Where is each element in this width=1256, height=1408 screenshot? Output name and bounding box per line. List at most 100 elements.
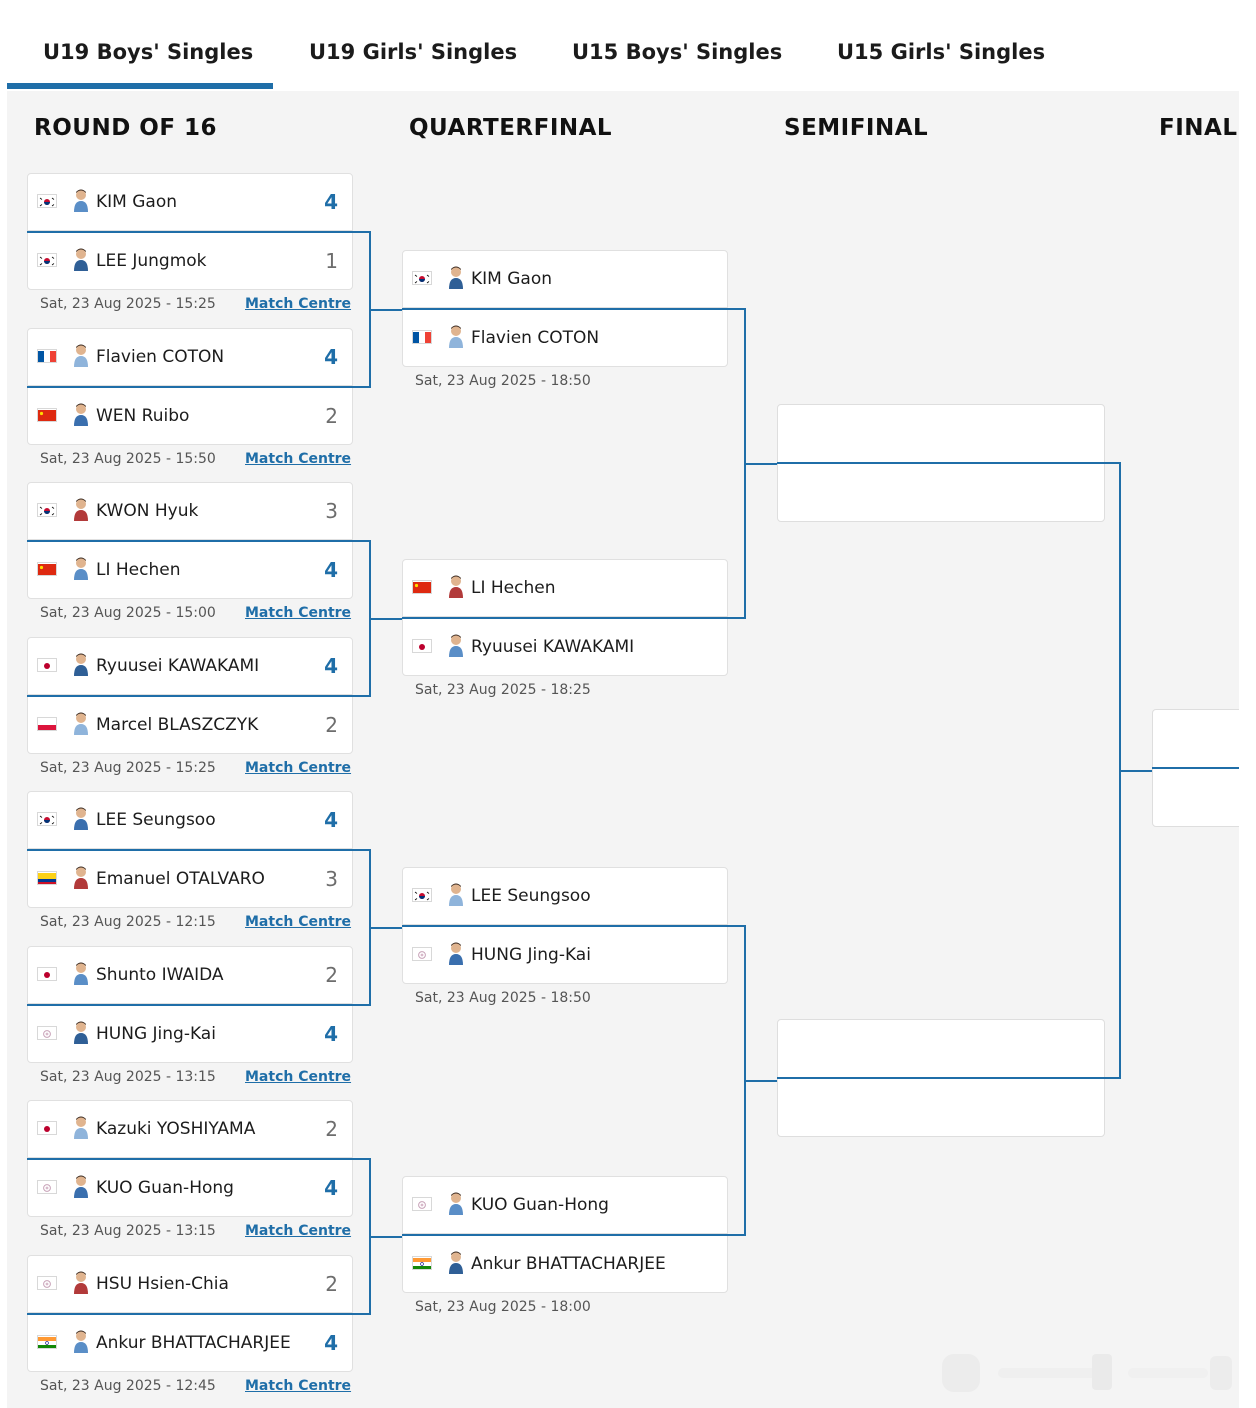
player-row[interactable]: Ankur BHATTACHARJEE (402, 1235, 728, 1293)
player-name[interactable]: Emanuel OTALVARO (96, 869, 265, 889)
bracket-connector (355, 695, 371, 697)
match-divider (27, 849, 355, 851)
match-centre-link[interactable]: Match Centre (245, 605, 352, 621)
match-centre-link[interactable]: Match Centre (245, 1378, 352, 1394)
player-name[interactable]: Flavien COTON (471, 328, 600, 348)
match-centre-link[interactable]: Match Centre (245, 1223, 352, 1239)
match-divider (777, 1077, 1105, 1079)
player-row[interactable]: Ryuusei KAWAKAMI (402, 618, 728, 676)
player-row[interactable]: HSU Hsien-Chia 2 (27, 1255, 353, 1313)
player-score: 2 (325, 1272, 338, 1296)
player-name[interactable]: LEE Seungsoo (471, 886, 591, 906)
match-centre-link[interactable]: Match Centre (245, 1069, 352, 1085)
bracket-connector (744, 462, 778, 465)
match-centre-link[interactable]: Match Centre (245, 451, 352, 467)
player-name[interactable]: Ankur BHATTACHARJEE (471, 1254, 666, 1274)
player-name[interactable]: WEN Ruibo (96, 406, 190, 426)
scroll-indicator[interactable] (938, 1352, 1248, 1396)
player-name[interactable]: Ryuusei KAWAKAMI (471, 637, 635, 657)
player-name[interactable]: KWON Hyuk (96, 501, 199, 521)
player-name[interactable]: Ryuusei KAWAKAMI (96, 656, 260, 676)
tab-u15-boys-singles[interactable]: U15 Boys' Singles (572, 40, 783, 64)
player-name[interactable]: KUO Guan-Hong (471, 1195, 609, 1215)
bracket-connector (730, 308, 746, 310)
match-time: Sat, 23 Aug 2025 - 12:15 (40, 914, 216, 930)
match-divider (402, 1234, 730, 1236)
player-name[interactable]: LI Hechen (96, 560, 181, 580)
player-name[interactable]: HUNG Jing-Kai (471, 945, 591, 965)
player-score: 4 (324, 1331, 338, 1355)
tab-u15-girls-singles[interactable]: U15 Girls' Singles (837, 40, 1046, 64)
bracket-connector (369, 308, 403, 311)
bracket-connector (730, 617, 746, 619)
match-divider (1152, 767, 1239, 769)
tab-u19-girls-singles[interactable]: U19 Girls' Singles (309, 40, 518, 64)
player-name[interactable]: HUNG Jing-Kai (96, 1024, 216, 1044)
player-row[interactable]: Ankur BHATTACHARJEE 4 (27, 1314, 353, 1372)
player-row[interactable]: Kazuki YOSHIYAMA 2 (27, 1100, 353, 1158)
player-avatar-icon (447, 1250, 465, 1276)
player-name[interactable]: HSU Hsien-Chia (96, 1274, 229, 1294)
player-avatar-icon (447, 265, 465, 291)
tab-u19-boys-singles[interactable]: U19 Boys' Singles (43, 40, 254, 64)
match-time: Sat, 23 Aug 2025 - 18:00 (415, 1299, 591, 1315)
player-row[interactable]: LI Hechen (402, 559, 728, 617)
round-title-final: FINAL (1159, 115, 1238, 141)
match-centre-link[interactable]: Match Centre (245, 914, 352, 930)
round-title-quarterfinal: QUARTERFINAL (409, 115, 613, 141)
player-name[interactable]: LEE Jungmok (96, 251, 207, 271)
player-avatar-icon (72, 865, 90, 891)
match-centre-link[interactable]: Match Centre (245, 760, 352, 776)
player-name[interactable]: KIM Gaon (96, 192, 177, 212)
player-name[interactable]: Marcel BLASZCZYK (96, 715, 259, 735)
player-name[interactable]: Kazuki YOSHIYAMA (96, 1119, 256, 1139)
tpe-flag-icon (37, 1276, 57, 1290)
player-row[interactable]: Shunto IWAIDA 2 (27, 946, 353, 1004)
player-name[interactable]: Ankur BHATTACHARJEE (96, 1333, 291, 1353)
player-row[interactable]: KUO Guan-Hong (402, 1176, 728, 1234)
player-name[interactable]: LEE Seungsoo (96, 810, 216, 830)
tpe-flag-icon (412, 1197, 432, 1211)
player-avatar-icon (72, 247, 90, 273)
player-row[interactable]: KIM Gaon (402, 250, 728, 308)
player-avatar-icon (72, 402, 90, 428)
player-score: 2 (325, 1117, 338, 1141)
chn-flag-icon (37, 408, 57, 422)
player-name[interactable]: KUO Guan-Hong (96, 1178, 234, 1198)
bracket-connector (369, 617, 403, 620)
player-score: 2 (325, 963, 338, 987)
match-time: Sat, 23 Aug 2025 - 12:45 (40, 1378, 216, 1394)
match-time: Sat, 23 Aug 2025 - 15:25 (40, 296, 216, 312)
bracket-connector (730, 1234, 746, 1236)
match-time: Sat, 23 Aug 2025 - 15:00 (40, 605, 216, 621)
match-centre-link[interactable]: Match Centre (245, 296, 352, 312)
player-row[interactable]: Flavien COTON (402, 309, 728, 367)
bracket-connector (369, 1235, 403, 1238)
bracket: ROUND OF 16 QUARTERFINAL SEMIFINAL FINAL… (7, 91, 1239, 1408)
player-name[interactable]: Shunto IWAIDA (96, 965, 224, 985)
semifinal-match-placeholder (777, 404, 1105, 522)
player-name[interactable]: LI Hechen (471, 578, 556, 598)
player-row[interactable]: LEE Seungsoo (402, 867, 728, 925)
player-name[interactable]: Flavien COTON (96, 347, 225, 367)
player-name[interactable]: KIM Gaon (471, 269, 552, 289)
player-row[interactable]: HUNG Jing-Kai (402, 926, 728, 984)
